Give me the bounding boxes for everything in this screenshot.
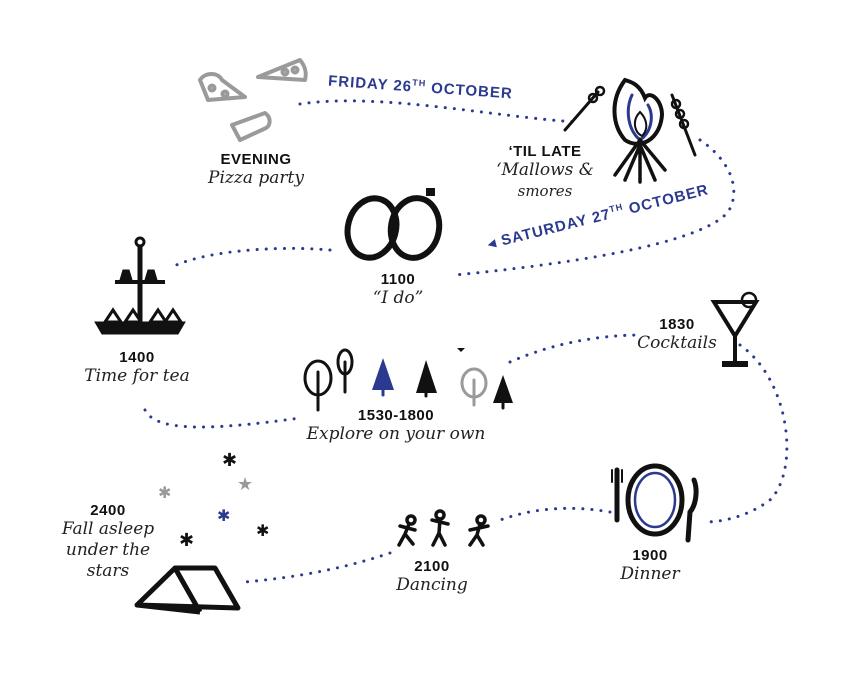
tent-stars-icon: ✱ ✱ ★ ✱ ✱ ✱ [134, 450, 269, 615]
event-description: Time for tea [84, 366, 190, 386]
event-description: Explore on your own [306, 424, 486, 444]
event-sleep: 2400 Fall asleep under the stars [62, 502, 154, 582]
event-time: 2400 [90, 502, 126, 519]
trees-icon [303, 348, 513, 412]
wedding-rings-icon [344, 188, 443, 261]
plate-cutlery-icon [611, 463, 699, 543]
route-explore-to-cocktails [508, 333, 642, 364]
route-friday [298, 99, 580, 124]
cake-stand-icon [94, 236, 186, 335]
star-icon: ✱ [217, 508, 230, 525]
event-time: 1400 [119, 349, 155, 366]
star-icon: ✱ [222, 450, 237, 470]
event-time: EVENING [220, 151, 292, 168]
event-ceremony: 1100 “I do” [373, 271, 424, 309]
event-time: ‘TIL LATE [508, 143, 582, 160]
route-tea-to-explore [143, 408, 302, 429]
event-pizza: EVENING Pizza party [208, 151, 304, 189]
event-description: Fall asleep [61, 519, 155, 539]
event-description: ‘Mallows & [496, 160, 594, 180]
event-dancing: 2100 Dancing [396, 558, 468, 596]
event-time: 1100 [380, 271, 416, 288]
event-description: Dancing [396, 575, 468, 595]
route-ceremony-to-tea [168, 246, 332, 270]
star-icon: ✱ [179, 530, 194, 550]
dancers-icon [397, 509, 490, 547]
event-dinner: 1900 Dinner [620, 547, 679, 585]
event-cocktails: 1830 Cocktails [637, 316, 717, 354]
event-description: stars [86, 561, 130, 581]
event-time: 1900 [632, 547, 668, 564]
event-description: under the [65, 540, 151, 560]
event-mallows: ‘TIL LATE ‘Mallows & smores [496, 143, 594, 202]
route-dancing-to-tent [243, 551, 392, 584]
star-icon: ✱ [256, 523, 269, 540]
pizza-slices-icon [198, 58, 308, 142]
route-cocktails-to-dinner [703, 343, 789, 524]
event-explore: 1530-1800 Explore on your own [307, 407, 486, 445]
event-time: 1530-1800 [357, 407, 435, 424]
event-time: 2100 [414, 558, 450, 575]
campfire-icon [563, 77, 697, 184]
event-description: Pizza party [208, 168, 304, 188]
event-description: “I do” [372, 288, 424, 308]
event-description: smores [517, 182, 573, 200]
event-tea: 1400 Time for tea [84, 349, 189, 387]
route-dinner-to-dancing [493, 506, 612, 524]
event-time: 1830 [659, 316, 695, 333]
cocktail-glass-icon [710, 291, 760, 367]
event-description: Dinner [620, 564, 680, 584]
event-description: Cocktails [637, 333, 717, 353]
date-friday-ordinal: TH [411, 77, 427, 89]
star-icon: ✱ [158, 485, 171, 502]
star-icon: ★ [237, 474, 253, 494]
